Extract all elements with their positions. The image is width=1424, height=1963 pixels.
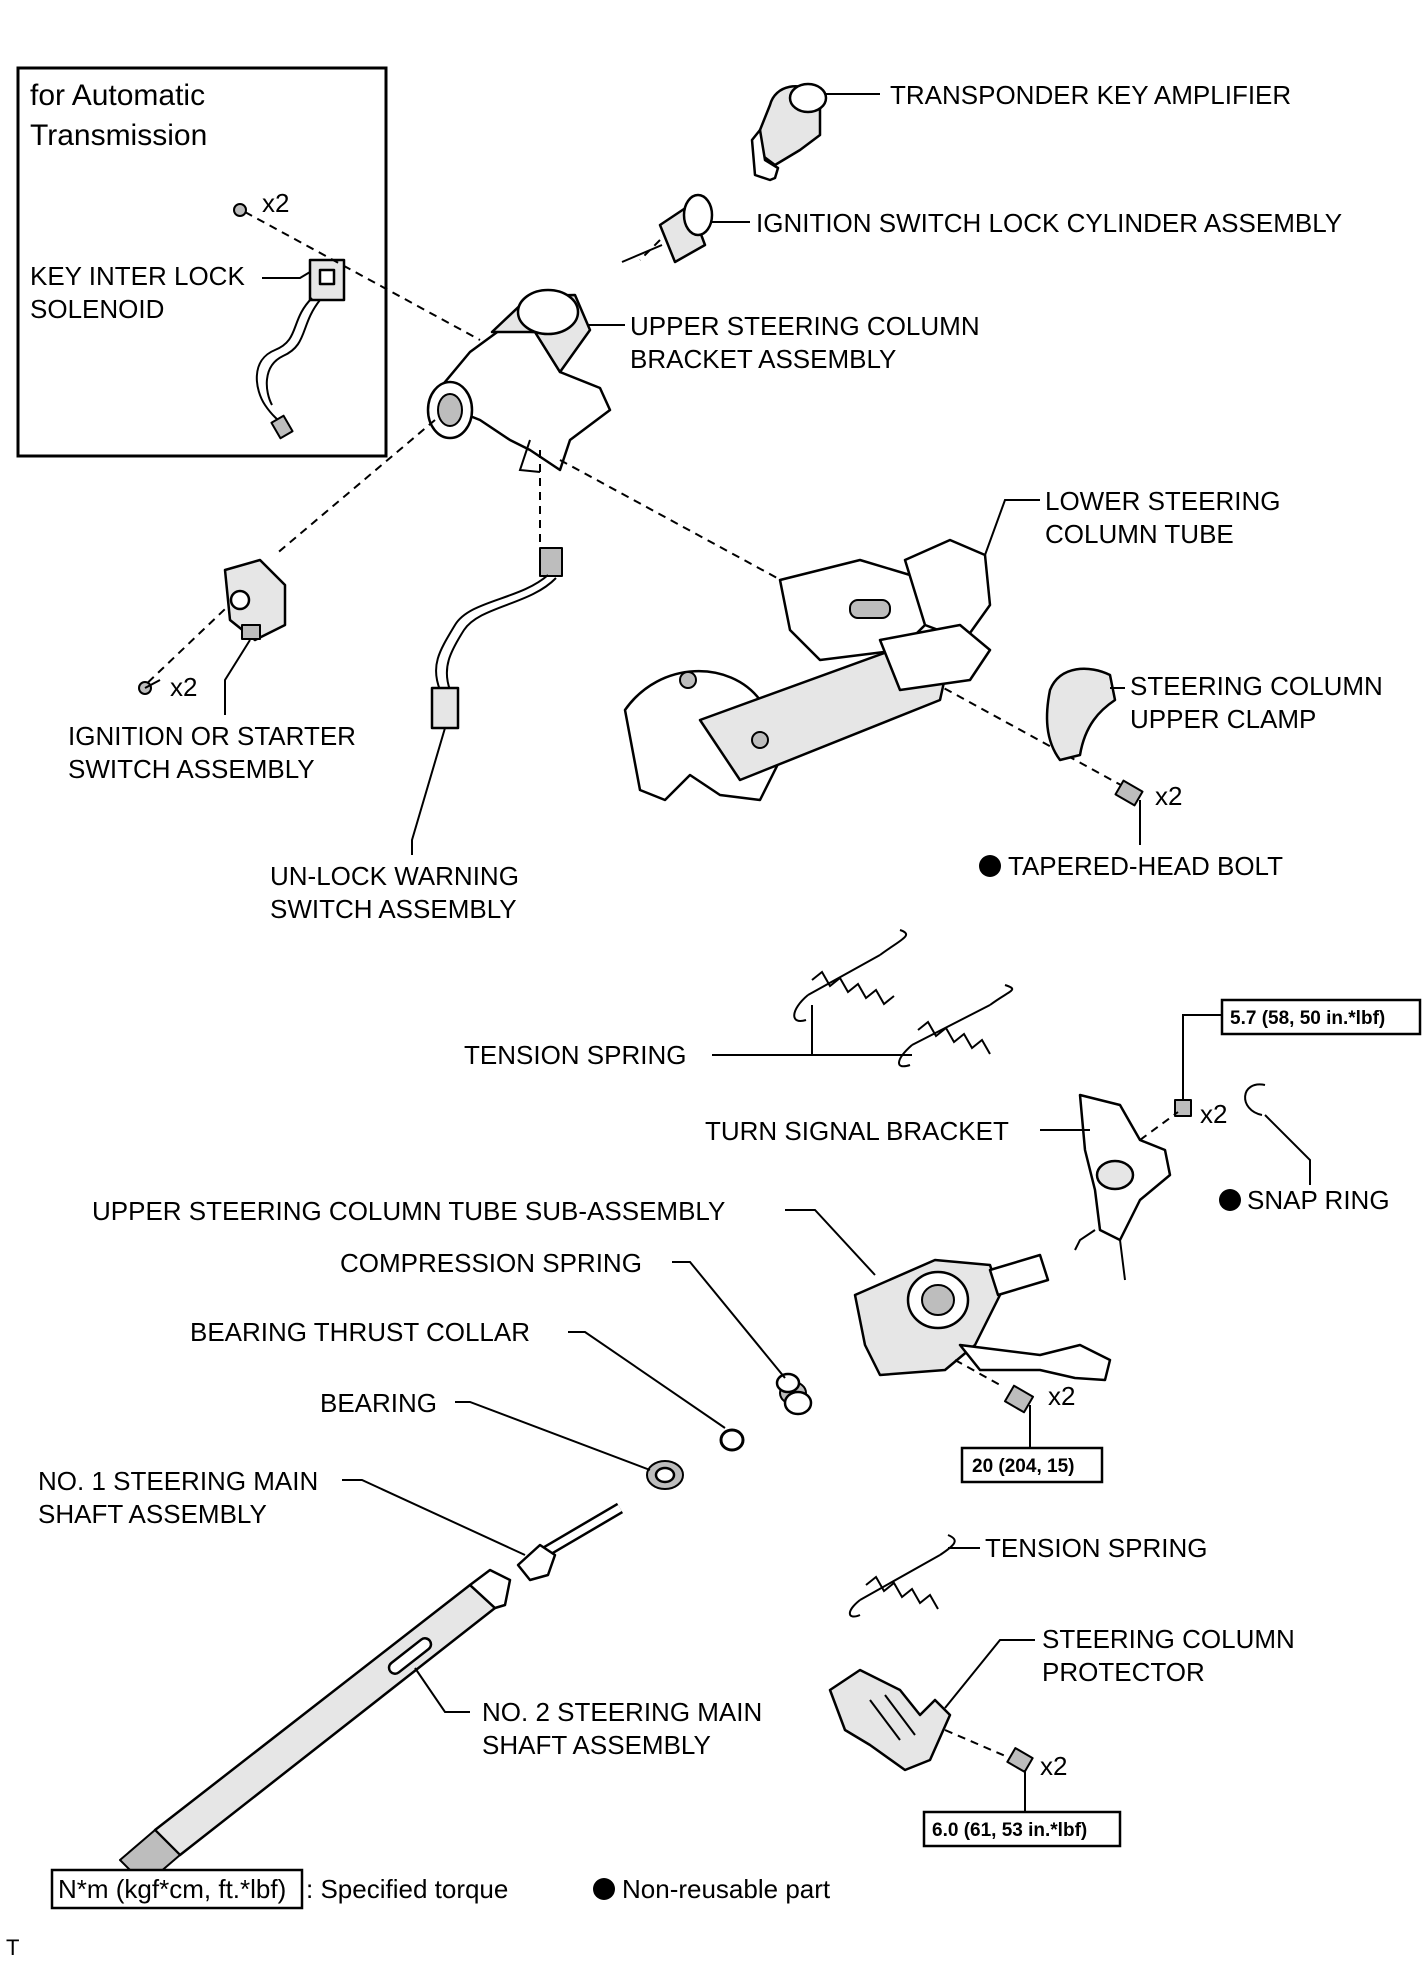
- tension-spring-upper-icon: [793, 929, 1014, 1068]
- ignition-switch-qty: x2: [170, 672, 197, 702]
- thrust-collar-label: BEARING THRUST COLLAR: [190, 1317, 530, 1347]
- main-shaft-1-icon: [516, 1502, 624, 1582]
- turn-signal-torque-box: [1220, 998, 1422, 1036]
- shaft2-label-line2: SHAFT ASSEMBLY: [482, 1730, 711, 1760]
- lower-tube-label-line1: LOWER STEERING: [1045, 486, 1280, 516]
- inset-title-line1: for Automatic: [30, 79, 205, 112]
- unlock-warning-switch-icon: [430, 547, 563, 730]
- key-interlock-label-line1: KEY INTER LOCK: [30, 261, 245, 291]
- shaft1-label-line2: SHAFT ASSEMBLY: [38, 1499, 267, 1529]
- protector-label-line2: PROTECTOR: [1042, 1657, 1205, 1687]
- protector-label-line1: STEERING COLUMN: [1042, 1624, 1295, 1654]
- legend-torque-box-text: N*m (kgf*cm, ft.*lbf): [58, 1874, 286, 1904]
- upper-tube-bolt-icon: [1003, 1384, 1035, 1414]
- upper-tube-torque: 20 (204, 15): [972, 1456, 1074, 1477]
- automatic-transmission-inset: for Automatic Transmission x2 KEY INTER …: [16, 66, 388, 458]
- upper-tube-sub-label: UPPER STEERING COLUMN TUBE SUB-ASSEMBLY: [92, 1196, 725, 1226]
- upper-tube-sub-assembly-icon: [853, 1253, 1112, 1382]
- lock-cylinder-label: IGNITION SWITCH LOCK CYLINDER ASSEMBLY: [756, 208, 1342, 238]
- snap-ring-label: SNAP RING: [1247, 1185, 1390, 1215]
- protector-bolt-icon: [1006, 1747, 1034, 1773]
- inset-screw-icon: [233, 203, 247, 217]
- protector-torque: 6.0 (61, 53 in.*lbf): [932, 1820, 1087, 1841]
- legend-nonreusable-text: Non-reusable part: [622, 1874, 831, 1904]
- transponder-label: TRANSPONDER KEY AMPLIFIER: [890, 80, 1291, 110]
- inset-screw-qty: x2: [262, 188, 289, 218]
- turn-signal-bracket-icon: [1074, 1093, 1172, 1281]
- bearing-label: BEARING: [320, 1388, 437, 1418]
- tension-spring-lower-label: TENSION SPRING: [985, 1533, 1207, 1563]
- nonreusable-dot-icon: [979, 855, 1001, 877]
- lock-cylinder-icon: [621, 193, 714, 264]
- ignition-switch-icon: [223, 558, 287, 642]
- lower-tube-label-line2: COLUMN TUBE: [1045, 519, 1234, 549]
- main-shaft-2-icon: [119, 1568, 512, 1886]
- bearing-thrust-collar-icon: [719, 1428, 745, 1452]
- turn-signal-bolt-qty: x2: [1200, 1099, 1227, 1129]
- upper-bracket-label-line1: UPPER STEERING COLUMN: [630, 311, 980, 341]
- compression-spring-icon: [775, 1372, 813, 1416]
- unlock-warning-label-line2: SWITCH ASSEMBLY: [270, 894, 517, 924]
- lower-column-tube-icon: [623, 538, 992, 802]
- ignition-switch-label-line2: SWITCH ASSEMBLY: [68, 754, 315, 784]
- key-interlock-solenoid-icon: [255, 258, 346, 440]
- turn-signal-torque: 5.7 (58, 50 in.*lbf): [1230, 1008, 1385, 1029]
- corner-mark: T: [6, 1935, 19, 1960]
- tapered-head-bolt-icon: [1114, 779, 1144, 807]
- ignition-switch-label-line1: IGNITION OR STARTER: [68, 721, 356, 751]
- transponder-key-amplifier-icon: [750, 82, 828, 182]
- unlock-warning-label-line1: UN-LOCK WARNING: [270, 861, 519, 891]
- snap-ring-icon: [1244, 1083, 1266, 1116]
- upper-bracket-assembly-icon: [426, 288, 612, 473]
- legend: N*m (kgf*cm, ft.*lbf) : Specified torque…: [50, 1868, 831, 1910]
- legend-torque-text: : Specified torque: [306, 1874, 508, 1904]
- legend-torque-box: [50, 1868, 304, 1910]
- column-protector-icon: [828, 1668, 952, 1772]
- legend-nonreusable-dot: [593, 1878, 615, 1900]
- protector-torque-box: [922, 1810, 1122, 1848]
- shaft1-label-line1: NO. 1 STEERING MAIN: [38, 1466, 318, 1496]
- inset-title-line2: Transmission: [30, 119, 207, 152]
- ignition-switch-screw-icon: [138, 679, 161, 695]
- upper-clamp-label-line1: STEERING COLUMN: [1130, 671, 1383, 701]
- turn-signal-label: TURN SIGNAL BRACKET: [705, 1116, 1009, 1146]
- upper-tube-bolt-qty: x2: [1048, 1381, 1075, 1411]
- shaft2-label-line1: NO. 2 STEERING MAIN: [482, 1697, 762, 1727]
- key-interlock-label-line2: SOLENOID: [30, 294, 164, 324]
- tapered-bolt-label: TAPERED-HEAD BOLT: [1008, 851, 1283, 881]
- protector-bolt-qty: x2: [1040, 1751, 1067, 1781]
- bearing-icon: [646, 1460, 684, 1490]
- upper-bracket-label-line2: BRACKET ASSEMBLY: [630, 344, 896, 374]
- compression-spring-label: COMPRESSION SPRING: [340, 1248, 642, 1278]
- upper-clamp-icon: [1045, 667, 1117, 762]
- upper-tube-torque-box: [960, 1446, 1104, 1484]
- tension-spring-upper-label: TENSION SPRING: [464, 1040, 686, 1070]
- tension-spring-lower-icon: [848, 1534, 956, 1618]
- snap-ring-nonreusable-dot: [1219, 1189, 1241, 1211]
- clamp-bolt-qty: x2: [1155, 781, 1182, 811]
- upper-clamp-label-line2: UPPER CLAMP: [1130, 704, 1316, 734]
